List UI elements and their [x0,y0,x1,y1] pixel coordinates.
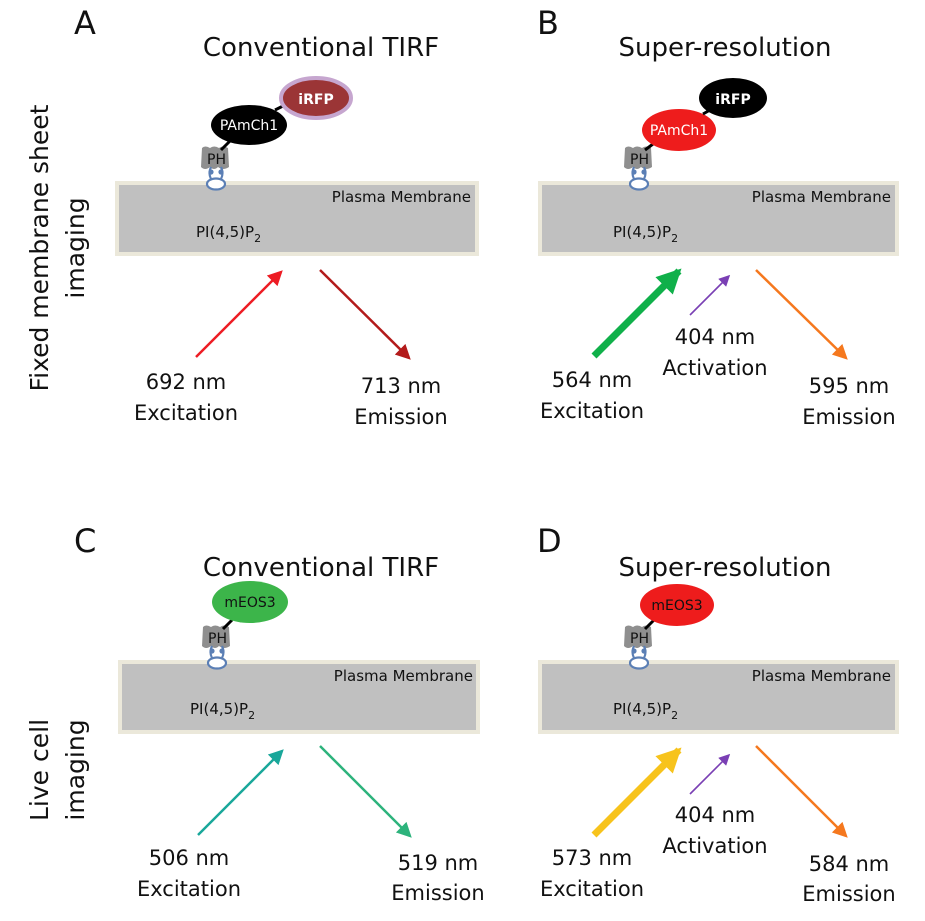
excitation-word-d: Excitation [540,877,644,901]
fp-meos3-d [640,584,714,626]
emission-word-d: Emission [802,882,895,906]
fp-meos3-label-d: mEOS3 [651,598,702,614]
excitation-nm-c: 506 nm [149,846,230,870]
membrane-label-c: Plasma Membrane [334,667,473,685]
emission-arrow-c [319,745,412,838]
row-label-bottom: Live cell imaging [25,719,90,821]
membrane-label-a: Plasma Membrane [332,188,471,206]
emission-word-c: Emission [391,881,484,905]
fp-pamch1-label-b: PAmCh1 [650,123,708,139]
row-label-bottom-line2: imaging [61,719,90,820]
panel-title-a: Conventional TIRF [203,33,439,63]
ph-label-c: PH [208,631,227,647]
emission-arrow-a [319,269,411,360]
panel-a: A Conventional TIRF Plasma Membrane PH P… [74,4,479,429]
ph-label-b: PH [630,152,649,168]
plasma-membrane-a [115,181,479,256]
activation-nm-b: 404 nm [675,325,756,349]
excitation-arrow-c [197,749,284,836]
lipid-label-c: PI(4,5)P2 [190,700,255,722]
fp-irfp-a [279,76,353,120]
row-label-top-line1: Fixed membrane sheet [25,104,54,391]
activation-word-d: Activation [662,834,767,858]
linker-ph-d [643,618,656,631]
panel-b: B Super-resolution Plasma Membrane PH PI… [537,4,899,429]
plasma-membrane-c [118,660,480,734]
fp-irfp-b [699,78,767,118]
fp-irfp-label-a: iRFP [298,92,333,108]
row-label-top: Fixed membrane sheet imaging [25,104,90,391]
excitation-arrow-d [591,747,682,838]
activation-arrow-d [689,753,731,795]
row-label-bottom-line1: Live cell [25,719,54,821]
fp-meos3-label-c: mEOS3 [224,595,275,611]
excitation-nm-b: 564 nm [552,368,633,392]
emission-arrow-d [755,745,848,838]
ph-label-a: PH [207,152,226,168]
panel-letter-a: A [74,4,96,42]
emission-nm-c: 519 nm [398,851,479,875]
emission-word-b: Emission [802,405,895,429]
membrane-label-b: Plasma Membrane [752,188,891,206]
emission-nm-a: 713 nm [361,374,442,398]
panel-letter-d: D [537,522,562,560]
excitation-word-b: Excitation [540,399,644,423]
excitation-arrow-a [195,270,283,358]
excitation-word-a: Excitation [134,401,238,425]
excitation-nm-a: 692 nm [146,370,227,394]
ph-label-d: PH [630,631,649,647]
linker-ph-b [644,142,654,152]
lipid-label-d: PI(4,5)P2 [613,700,678,722]
panel-title-b: Super-resolution [619,33,832,63]
panel-title-d: Super-resolution [619,553,832,583]
plasma-membrane-d [538,660,899,734]
fp-pamch1-b [642,109,716,151]
panel-letter-b: B [537,4,559,42]
plasma-membrane-b [538,181,899,256]
panel-c: C Conventional TIRF Plasma Membrane PH P… [74,522,485,905]
activation-nm-d: 404 nm [675,803,756,827]
excitation-nm-d: 573 nm [552,846,633,870]
linker-ph-c [221,618,234,631]
fp-irfp-label-b: iRFP [715,92,750,108]
excitation-arrow-b [591,268,682,359]
lipid-label-a: PI(4,5)P2 [196,223,261,245]
membrane-label-d: Plasma Membrane [752,667,891,685]
panel-d: D Super-resolution Plasma Membrane PH PI… [537,522,899,906]
activation-word-b: Activation [662,356,767,380]
emission-arrow-b [755,269,848,360]
row-label-top-line2: imaging [61,197,90,298]
lipid-label-b: PI(4,5)P2 [613,223,678,245]
activation-arrow-b [689,274,731,316]
emission-word-a: Emission [354,405,447,429]
emission-nm-b: 595 nm [809,374,890,398]
fp-pamch1-label-a: PAmCh1 [220,118,278,134]
excitation-word-c: Excitation [137,877,241,901]
fp-meos3-c [212,581,288,623]
panel-letter-c: C [74,522,96,560]
emission-nm-d: 584 nm [809,852,890,876]
panel-title-c: Conventional TIRF [203,553,439,583]
fp-pamch1-a [211,105,287,145]
